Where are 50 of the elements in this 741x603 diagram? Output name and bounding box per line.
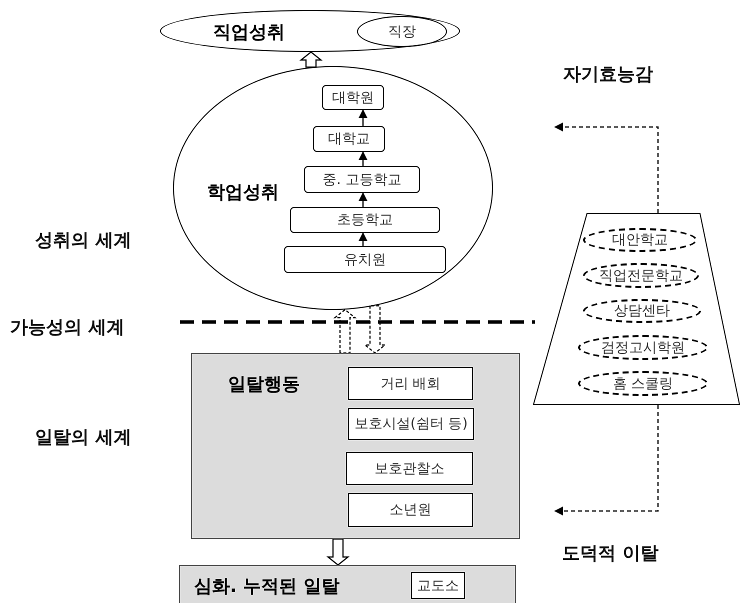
heading-label: 일탈행동 bbox=[228, 373, 300, 396]
group-panel bbox=[179, 565, 516, 603]
heading-label: 학업성취 bbox=[207, 181, 279, 204]
node-label: 상담센타 bbox=[614, 302, 670, 320]
group-panel bbox=[191, 353, 520, 539]
node-label: 보호관찰소 bbox=[374, 460, 444, 478]
process-box bbox=[348, 408, 474, 440]
process-box bbox=[313, 126, 385, 152]
arrow bbox=[358, 192, 368, 207]
section-label: 도덕적 이탈 bbox=[562, 542, 658, 565]
process-box bbox=[348, 367, 473, 400]
process-box bbox=[304, 166, 420, 193]
process-box bbox=[284, 246, 446, 273]
process-box bbox=[346, 452, 473, 485]
oval-node bbox=[357, 16, 447, 47]
dashed-block-arrow bbox=[363, 305, 387, 354]
block-arrow bbox=[326, 538, 350, 566]
process-box bbox=[322, 85, 384, 110]
process-box bbox=[411, 572, 465, 599]
heading-label: 심화. 누적된 일탈 bbox=[194, 575, 340, 598]
node-label: 유치원 bbox=[344, 250, 386, 268]
arrow bbox=[358, 151, 368, 166]
section-label: 일탈의 세계 bbox=[35, 426, 132, 449]
node-label: 보호시설(쉼터 등) bbox=[354, 415, 468, 433]
node-label: 홈 스쿨링 bbox=[612, 374, 674, 392]
node-label: 대학교 bbox=[328, 130, 370, 148]
node-label: 검정고시학원 bbox=[601, 338, 685, 356]
node-label: 교도소 bbox=[417, 576, 459, 594]
node-label: 초등학교 bbox=[337, 211, 393, 229]
node-label: 대학원 bbox=[332, 88, 374, 106]
heading-label: 직업성취 bbox=[213, 21, 285, 44]
node-label: 중. 고등학교 bbox=[322, 170, 402, 188]
node-label: 소년원 bbox=[390, 501, 432, 519]
node-label: 대안학교 bbox=[612, 231, 668, 249]
node-label: 직업전문학교 bbox=[599, 266, 683, 284]
arrow bbox=[358, 232, 368, 246]
dashed-arrow bbox=[554, 122, 659, 213]
achievement-ellipse bbox=[173, 66, 493, 310]
process-box bbox=[290, 207, 440, 233]
section-label: 성취의 세계 bbox=[35, 229, 132, 252]
node-label: 거리 배회 bbox=[380, 374, 441, 392]
dashed-block-arrow bbox=[333, 308, 357, 354]
block-arrow bbox=[299, 51, 323, 68]
section-label: 가능성의 세계 bbox=[10, 316, 124, 339]
trapezoid-shape bbox=[533, 213, 740, 405]
node-label: 직장 bbox=[388, 22, 416, 40]
dashed-arrow bbox=[554, 405, 659, 516]
process-box bbox=[348, 493, 473, 527]
section-label: 자기효능감 bbox=[563, 63, 653, 86]
arrow bbox=[358, 109, 368, 126]
